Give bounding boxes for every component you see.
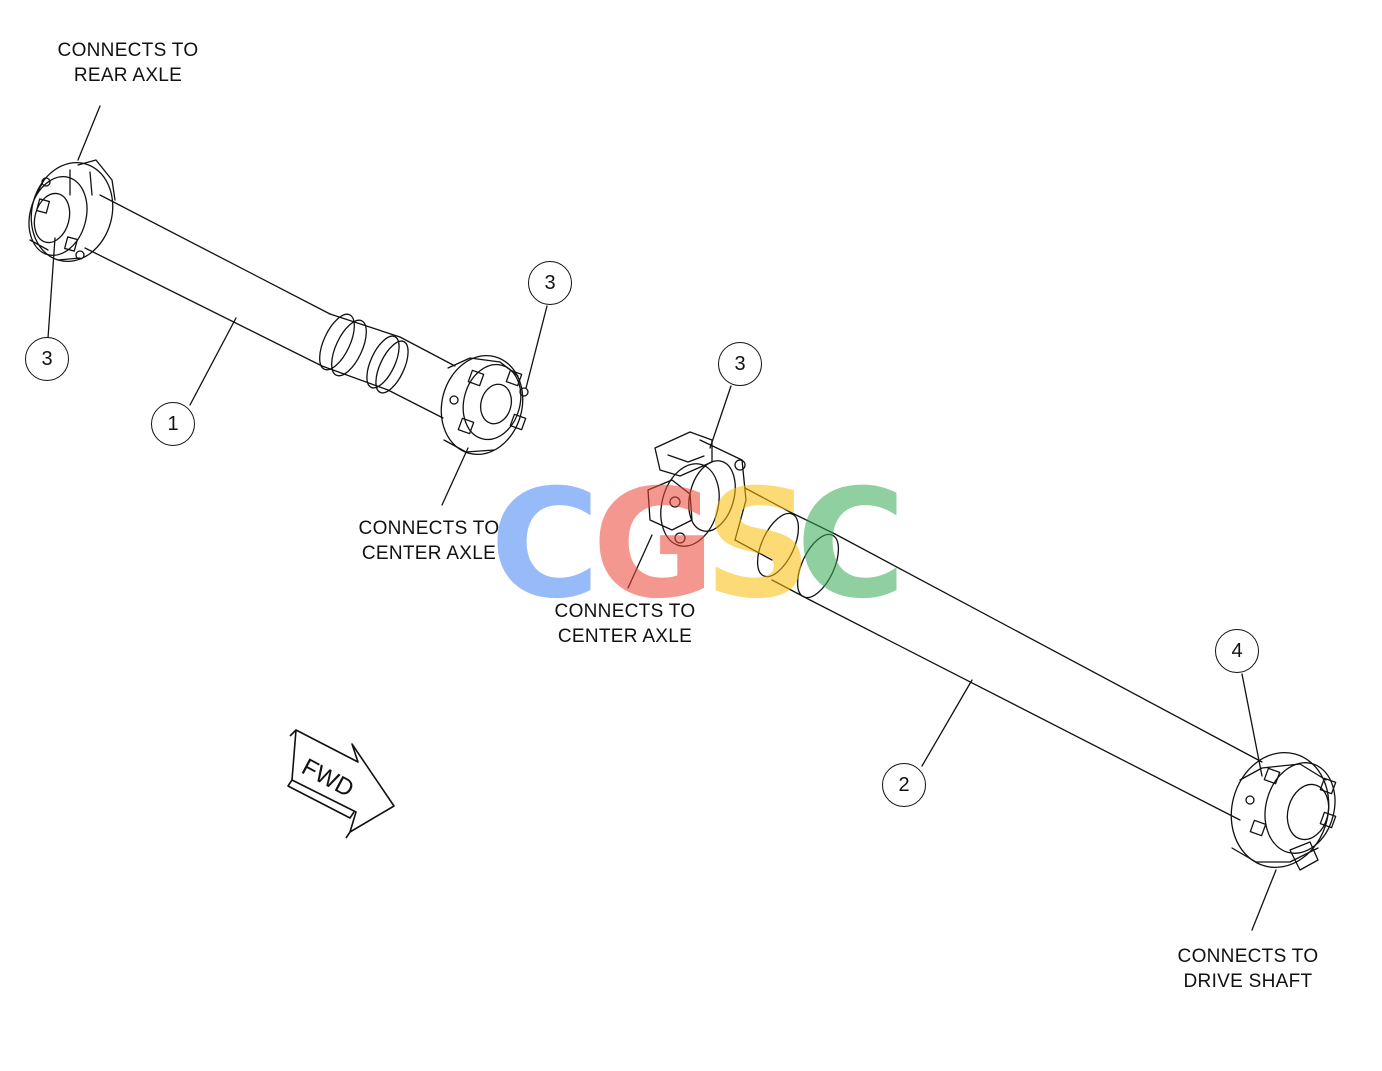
callout-rear-left: 3 <box>25 337 69 381</box>
label-center-axle-a: CONNECTS TO CENTER AXLE <box>341 516 517 566</box>
label-center-axle-b: CONNECTS TO CENTER AXLE <box>537 599 713 649</box>
label-drive-shaft-line2: DRIVE SHAFT <box>1183 971 1313 992</box>
shaft-1-tube <box>84 194 456 419</box>
watermark-letter-c1: C <box>490 458 601 632</box>
rear-flange <box>28 159 116 263</box>
callout-rear-right: 3 <box>528 261 572 305</box>
leader-lines <box>47 105 1277 931</box>
label-rear-axle-line1: CONNECTS TO <box>57 40 199 61</box>
fwd-arrow <box>287 729 395 839</box>
label-rear-axle-line2: REAR AXLE <box>73 65 183 86</box>
callout-shaft-1: 1 <box>151 402 195 446</box>
front-flange <box>1230 751 1337 871</box>
label-drive-shaft-line1: CONNECTS TO <box>1177 946 1319 967</box>
watermark-letter-s: S <box>704 458 813 632</box>
watermark-letter-c2: C <box>796 458 907 632</box>
label-center-axle-b-line2: CENTER AXLE <box>557 626 693 647</box>
shaft-2-center-yoke <box>647 431 747 547</box>
label-rear-axle: CONNECTS TO REAR AXLE <box>40 38 216 88</box>
callout-front-end: 4 <box>1215 629 1259 673</box>
watermark-letter-g: G <box>592 458 716 632</box>
label-drive-shaft: CONNECTS TO DRIVE SHAFT <box>1160 944 1336 994</box>
label-center-axle-a-line2: CENTER AXLE <box>361 543 497 564</box>
label-center-axle-b-line1: CONNECTS TO <box>554 601 696 622</box>
label-center-axle-a-line1: CONNECTS TO <box>358 518 500 539</box>
shaft-2-tube <box>734 487 1263 821</box>
shaft-1-center-flange <box>440 354 529 456</box>
callout-shaft-2: 2 <box>882 763 926 807</box>
callout-front-yoke: 3 <box>718 342 762 386</box>
